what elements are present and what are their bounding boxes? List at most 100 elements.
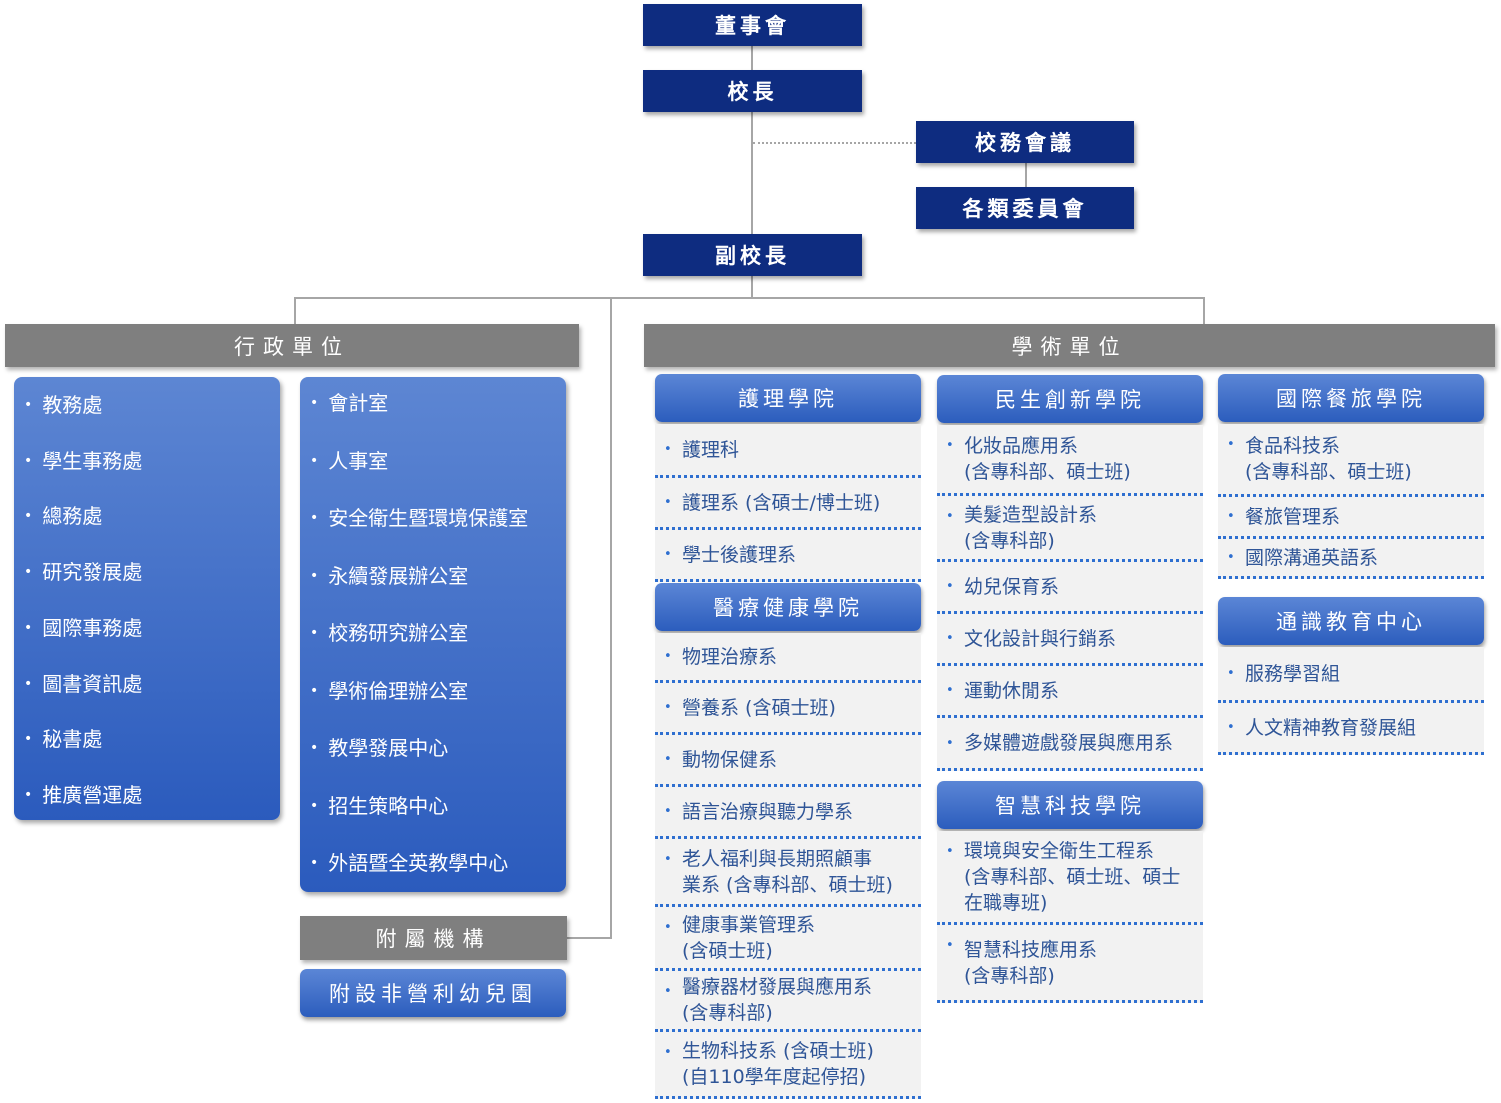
department-label: 護理科 [682,438,740,461]
bullet-icon: • [664,700,672,715]
department-label: 人文精神教育發展組 [1245,716,1417,739]
admin-unit-item[interactable]: 總務處 [24,500,276,529]
bullet-icon: • [664,852,672,867]
admin-unit-item[interactable]: 國際事務處 [24,612,276,641]
department-label: 物理治療系 [682,645,778,668]
department-label: (自110學年度起停招) [682,1066,867,1088]
department-label: (含專科部、碩士班) [964,461,1131,483]
vice-president-box: 副校長 [643,234,862,276]
bullet-icon: • [664,1045,672,1060]
department-item[interactable]: •多媒體遊戲發展與應用系 [937,718,1203,771]
department-item[interactable]: • 人文精神教育發展組 [1218,703,1484,755]
bullet-icon: • [664,495,672,510]
college-header: 國際餐旅學院 [1218,374,1484,422]
department-item[interactable]: •環境與安全衛生工程系(含專科部、碩士班、碩士在職專班) [937,831,1203,925]
admin-unit-item[interactable]: 永續發展辦公室 [310,560,562,589]
department-label: 文化設計與行銷系 [964,627,1117,650]
admin-unit-item[interactable]: 校務研究辦公室 [310,617,562,646]
department-label: 在職專班) [964,891,1048,914]
admin-unit-item[interactable]: 學術倫理辦公室 [310,675,562,704]
college-header: 智慧科技學院 [937,781,1203,829]
bullet-icon: • [946,844,954,859]
admin-unit-item[interactable]: 推廣營運處 [24,779,276,808]
admin-panel-1: 教務處學生事務處總務處研究發展處國際事務處圖書資訊處秘書處推廣營運處 [14,377,280,820]
department-label: 運動休閒系 [964,679,1060,702]
admin-unit-item[interactable]: 會計室 [310,387,562,416]
department-item[interactable]: • 美髮造型設計系 (含專科部) [937,496,1203,562]
department-item[interactable]: •運動休閒系 [937,666,1203,718]
bullet-icon: • [946,509,954,524]
admin-unit-item[interactable]: 圖書資訊處 [24,668,276,697]
department-label: 護理系 (含碩士/博士班) [682,491,881,514]
bullet-icon: • [664,547,672,562]
bullet-icon: • [1227,550,1235,565]
department-item[interactable]: • 護理科 [655,424,921,478]
college-header: 護理學院 [655,374,921,422]
committees-box: 各類委員會 [916,187,1134,229]
department-label: 環境與安全衛生工程系 [964,839,1155,862]
connector-line [1025,163,1027,187]
department-label: 學士後護理系 [682,543,797,566]
department-item[interactable]: • 動物保健系 [655,735,921,787]
college-header: 醫療健康學院 [655,583,921,631]
department-item[interactable]: •智慧科技應用系(含專科部) [937,925,1203,1003]
affiliated-kindergarten: 附設非營利幼兒園 [300,969,566,1017]
department-label: 幼兒保育系 [964,575,1060,598]
department-label: 餐旅管理系 [1245,505,1341,528]
admin-unit-item[interactable]: 學生事務處 [24,445,276,474]
department-label: 化妝品應用系 [964,435,1079,457]
connector-line [294,297,1205,299]
president-box: 校長 [643,70,862,112]
admin-units-header: 行政單位 [5,324,579,367]
department-item[interactable]: • 餐旅管理系 [1218,497,1484,539]
connector-line [567,937,612,939]
bullet-icon: • [946,579,954,594]
bullet-icon: • [1227,509,1235,524]
admin-unit-item[interactable]: 教務處 [24,389,276,418]
admin-unit-item[interactable]: 教學發展中心 [310,732,562,761]
admin-unit-item[interactable]: 安全衛生暨環境保護室 [310,502,562,531]
department-item[interactable]: •食品科技系(含專科部、碩士班) [1218,424,1484,497]
department-item[interactable]: • 護理系 (含碩士/博士班) [655,478,921,530]
admin-unit-item[interactable]: 秘書處 [24,723,276,752]
department-item[interactable]: •服務學習組 [1218,647,1484,703]
department-item[interactable]: •語言治療與聽力學系 [655,787,921,839]
college-header: 通識教育中心 [1218,597,1484,645]
department-label: 營養系 (含碩士班) [682,696,836,719]
department-item[interactable]: •醫療器材發展與應用系(含專科部) [655,971,921,1032]
bullet-icon: • [664,442,672,457]
bullet-icon: • [946,631,954,646]
college-header: 民生創新學院 [937,375,1203,423]
bullet-icon: • [1227,720,1235,735]
department-item[interactable]: • 幼兒保育系 [937,562,1203,614]
department-item[interactable]: •物理治療系 [655,633,921,683]
connector-line [294,297,296,324]
admin-unit-item[interactable]: 人事室 [310,445,562,474]
connector-line [610,297,612,939]
department-item[interactable]: • 文化設計與行銷系 [937,614,1203,666]
bullet-icon: • [946,938,954,953]
department-item[interactable]: • 營養系 (含碩士班) [655,683,921,735]
department-label: (含專科部) [964,529,1055,552]
admin-unit-item[interactable]: 研究發展處 [24,556,276,585]
department-item[interactable]: • 學士後護理系 [655,530,921,582]
department-item[interactable]: •生物科技系 (含碩士班)(自110學年度起停招) [655,1032,921,1099]
department-label: 食品科技系 [1245,435,1341,457]
academic-units-header: 學術單位 [644,324,1495,367]
department-item[interactable]: •健康事業管理系(含碩士班) [655,907,921,971]
department-item[interactable]: • 國際溝通英語系 [1218,539,1484,579]
bullet-icon: • [664,752,672,767]
department-label: 國際溝通英語系 [1245,546,1379,569]
connector-line [1203,297,1205,324]
department-item[interactable]: •老人福利與長期照顧事業系 (含專科部、碩士班) [655,839,921,907]
bullet-icon: • [1227,666,1235,681]
department-label: 老人福利與長期照顧事 [682,847,873,870]
admin-unit-item[interactable]: 外語暨全英教學中心 [310,847,562,876]
department-label: 多媒體遊戲發展與應用系 [964,732,1174,754]
department-label: 美髮造型設計系 [964,503,1098,526]
bullet-icon: • [664,984,672,999]
bullet-icon: • [946,438,954,453]
department-item[interactable]: • 化妝品應用系 (含專科部、碩士班) [937,425,1203,496]
admin-unit-item[interactable]: 招生策略中心 [310,790,562,819]
department-label: 動物保健系 [682,748,778,771]
